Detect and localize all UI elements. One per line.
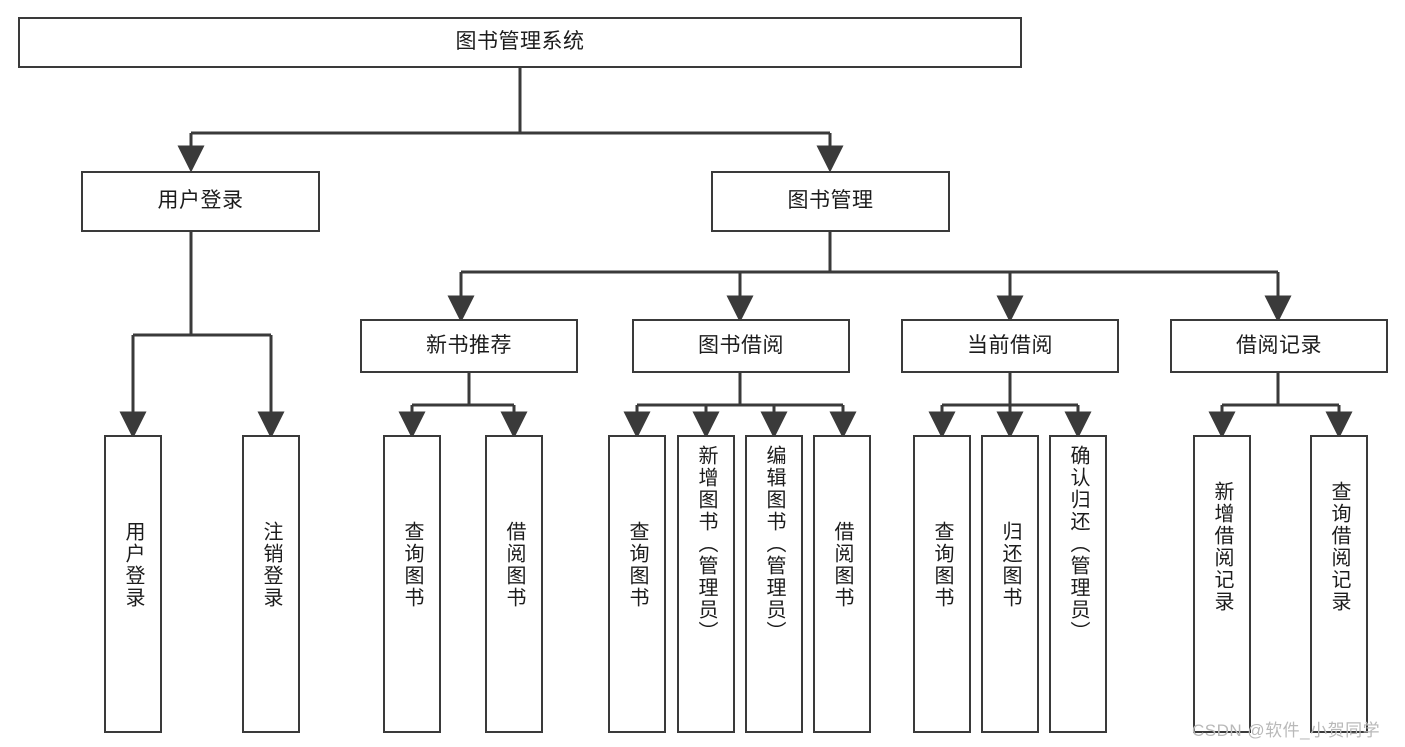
node-leaf-edit-book-label: 编辑图书（管理员） [763,445,785,643]
node-leaf-borrow-book-2-label: 借阅图书 [831,521,853,609]
csdn-watermark: CSDN @软件_小贺同学 [1192,721,1381,740]
node-leaf-query-book-3-label: 查询图书 [931,521,953,609]
node-new-book-rec-label: 新书推荐 [426,333,512,357]
node-leaf-add-record-label: 新增借阅记录 [1211,481,1233,613]
node-leaf-confirm-return-label: 确认归还（管理员） [1067,445,1089,643]
node-leaf-borrow-book-1[interactable]: 借阅图书 [485,435,543,733]
node-leaf-borrow-book-2[interactable]: 借阅图书 [813,435,871,733]
node-leaf-add-record[interactable]: 新增借阅记录 [1193,435,1251,733]
node-new-book-rec[interactable]: 新书推荐 [360,319,578,373]
node-leaf-query-book-1-label: 查询图书 [401,521,423,609]
node-book-borrow-label: 图书借阅 [698,333,784,357]
node-leaf-return-book-label: 归还图书 [999,521,1021,609]
node-user-login[interactable]: 用户登录 [81,171,320,232]
node-leaf-query-book-1[interactable]: 查询图书 [383,435,441,733]
node-leaf-query-book-3[interactable]: 查询图书 [913,435,971,733]
node-borrow-record-label: 借阅记录 [1236,333,1322,357]
node-leaf-add-book[interactable]: 新增图书（管理员） [677,435,735,733]
node-borrow-record[interactable]: 借阅记录 [1170,319,1388,373]
node-current-borrow[interactable]: 当前借阅 [901,319,1119,373]
node-leaf-query-book-2[interactable]: 查询图书 [608,435,666,733]
node-leaf-edit-book[interactable]: 编辑图书（管理员） [745,435,803,733]
node-leaf-user-login[interactable]: 用户登录 [104,435,162,733]
node-user-login-label: 用户登录 [157,189,244,213]
node-leaf-borrow-book-1-label: 借阅图书 [503,521,525,609]
node-leaf-add-book-label: 新增图书（管理员） [695,445,717,643]
node-current-borrow-label: 当前借阅 [967,333,1053,357]
node-leaf-confirm-return[interactable]: 确认归还（管理员） [1049,435,1107,733]
node-book-manage[interactable]: 图书管理 [711,171,950,232]
node-leaf-query-record-label: 查询借阅记录 [1328,481,1350,613]
node-book-manage-label: 图书管理 [787,189,874,213]
node-leaf-user-login-label: 用户登录 [122,521,144,609]
node-book-borrow[interactable]: 图书借阅 [632,319,850,373]
node-leaf-logout-label: 注销登录 [260,521,282,609]
node-leaf-query-record[interactable]: 查询借阅记录 [1310,435,1368,733]
node-leaf-return-book[interactable]: 归还图书 [981,435,1039,733]
node-leaf-query-book-2-label: 查询图书 [626,521,648,609]
node-root[interactable]: 图书管理系统 [18,17,1022,68]
node-leaf-logout[interactable]: 注销登录 [242,435,300,733]
node-root-label: 图书管理系统 [455,30,585,54]
